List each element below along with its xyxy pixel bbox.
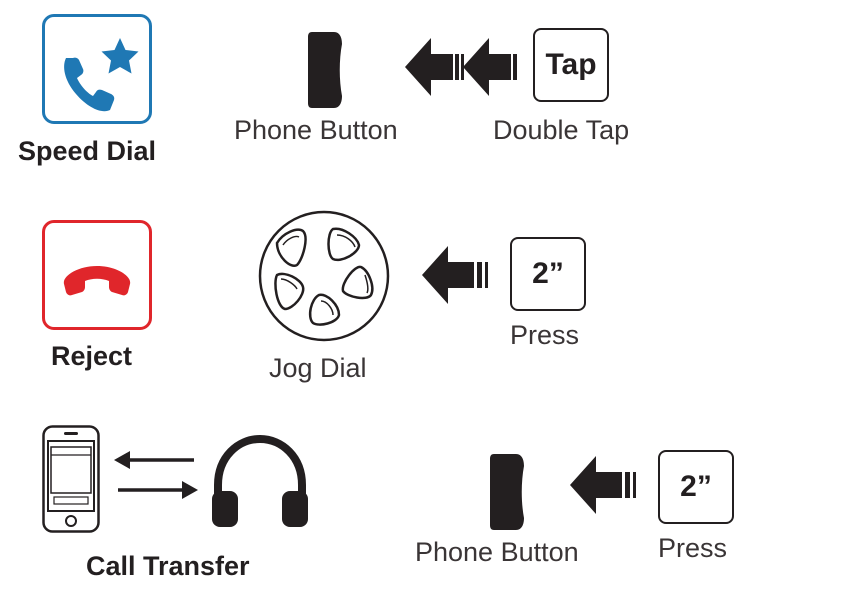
press-2-seconds-key-box: 2” (510, 237, 586, 311)
phone-button-icon[interactable] (306, 30, 346, 110)
double-tap-label: Double Tap (493, 115, 630, 145)
phone-star-icon (64, 38, 139, 112)
hang-up-icon (63, 266, 131, 296)
speed-dial-icon-box (42, 14, 152, 124)
call-transfer-title: Call Transfer (86, 551, 250, 581)
double-arrow-left-icon (405, 38, 517, 96)
speed-dial-title: Speed Dial (18, 136, 157, 166)
transfer-arrows-icon (114, 451, 198, 499)
reject-icon-box (42, 220, 152, 330)
arrow-left-icon (570, 456, 636, 514)
phone-button-label: Phone Button (234, 115, 398, 145)
arrow-left-icon (422, 246, 488, 304)
phone-button-label: Phone Button (415, 537, 579, 567)
jog-dial-icon[interactable] (257, 209, 391, 343)
smartphone-icon (42, 425, 100, 533)
jog-dial-label: Jog Dial (269, 353, 367, 383)
phone-button-icon[interactable] (488, 452, 528, 532)
press-label: Press (510, 320, 580, 350)
press-2-seconds-key-box: 2” (658, 450, 734, 524)
press-label: Press (658, 533, 728, 563)
tap-key-box: Tap (533, 28, 609, 102)
reject-title: Reject (51, 341, 133, 371)
headphones-icon (212, 434, 308, 527)
